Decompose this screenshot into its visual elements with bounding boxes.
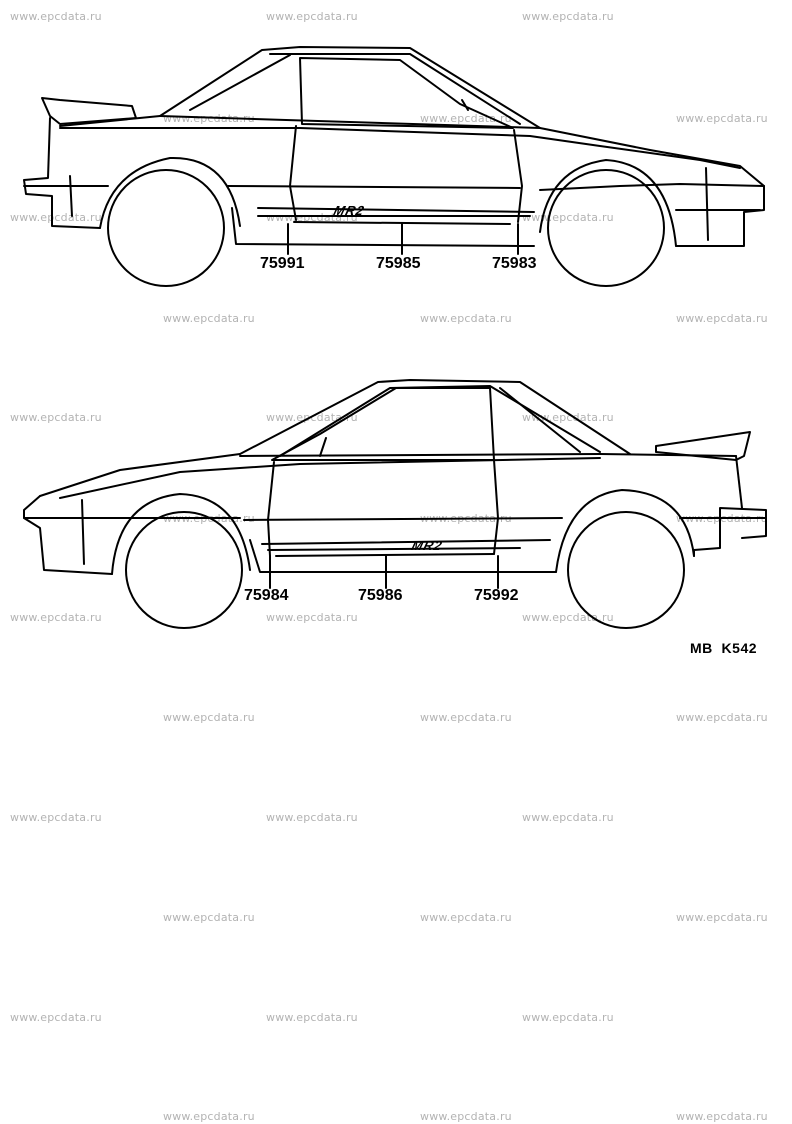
watermark: www.epcdata.ru bbox=[522, 1011, 614, 1024]
watermark: www.epcdata.ru bbox=[676, 1110, 768, 1123]
watermark: www.epcdata.ru bbox=[10, 10, 102, 23]
watermark: www.epcdata.ru bbox=[163, 711, 255, 724]
watermark: www.epcdata.ru bbox=[266, 611, 358, 624]
watermark: www.epcdata.ru bbox=[676, 911, 768, 924]
watermark: www.epcdata.ru bbox=[522, 211, 614, 224]
car-left-side-diagram bbox=[23, 379, 767, 629]
callout-75991: 75991 bbox=[260, 255, 305, 272]
watermark: www.epcdata.ru bbox=[10, 411, 102, 424]
watermark: www.epcdata.ru bbox=[266, 10, 358, 23]
watermark: www.epcdata.ru bbox=[676, 711, 768, 724]
watermark: www.epcdata.ru bbox=[10, 811, 102, 824]
watermark: www.epcdata.ru bbox=[163, 911, 255, 924]
watermark: www.epcdata.ru bbox=[420, 112, 512, 125]
mr2-emblem-bottom: MR2 bbox=[409, 538, 445, 553]
watermark: www.epcdata.ru bbox=[163, 1110, 255, 1123]
watermark: www.epcdata.ru bbox=[266, 811, 358, 824]
watermark: www.epcdata.ru bbox=[10, 1011, 102, 1024]
callout-75985: 75985 bbox=[376, 255, 421, 272]
watermark: www.epcdata.ru bbox=[522, 411, 614, 424]
watermark: www.epcdata.ru bbox=[420, 911, 512, 924]
watermark: www.epcdata.ru bbox=[676, 112, 768, 125]
watermark: www.epcdata.ru bbox=[522, 811, 614, 824]
watermark: www.epcdata.ru bbox=[522, 10, 614, 23]
mr2-emblem-top: MR2 bbox=[331, 203, 367, 218]
car-right-side-diagram bbox=[23, 46, 765, 287]
watermark: www.epcdata.ru bbox=[676, 312, 768, 325]
figure-code: MB K542 bbox=[690, 640, 758, 656]
watermark: www.epcdata.ru bbox=[10, 611, 102, 624]
watermark: www.epcdata.ru bbox=[163, 312, 255, 325]
callout-75986: 75986 bbox=[358, 587, 403, 604]
watermark: www.epcdata.ru bbox=[420, 711, 512, 724]
watermark: www.epcdata.ru bbox=[10, 211, 102, 224]
watermark: www.epcdata.ru bbox=[266, 211, 358, 224]
callout-75992: 75992 bbox=[474, 587, 519, 604]
watermark: www.epcdata.ru bbox=[522, 611, 614, 624]
watermark: www.epcdata.ru bbox=[266, 1011, 358, 1024]
watermark: www.epcdata.ru bbox=[420, 1110, 512, 1123]
callout-75983: 75983 bbox=[492, 255, 537, 272]
callout-75984: 75984 bbox=[244, 587, 289, 604]
watermark: www.epcdata.ru bbox=[420, 312, 512, 325]
